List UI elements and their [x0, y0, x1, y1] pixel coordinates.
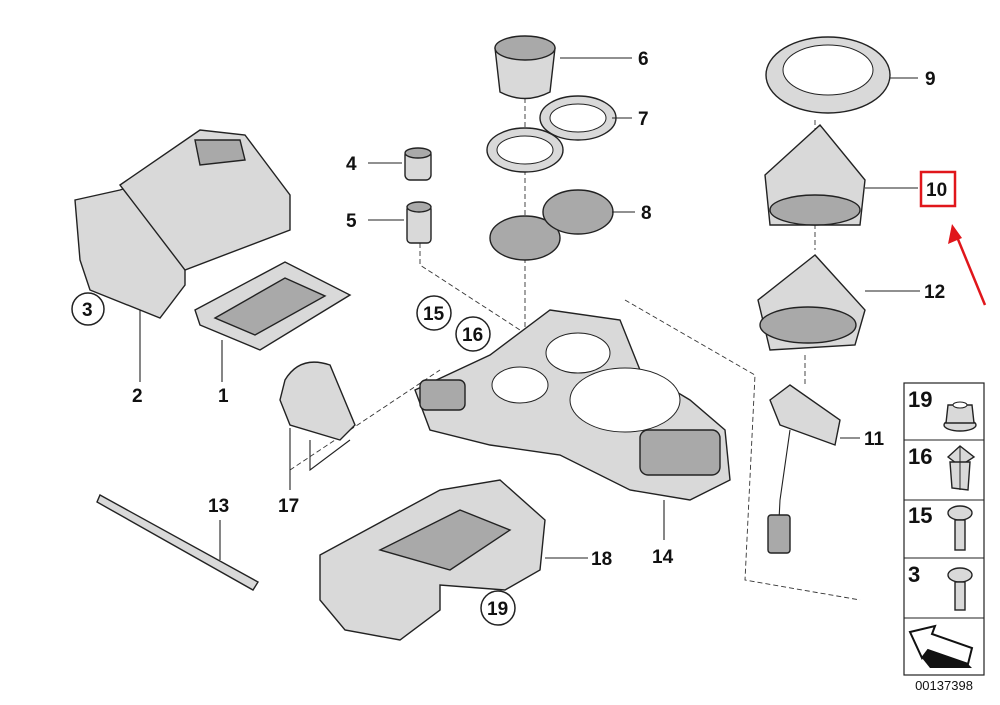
- part-14-center-console: [414, 309, 731, 501]
- callout-14: 14: [652, 547, 674, 568]
- part-4-cap: [404, 147, 432, 181]
- part-2-storage-tray: [74, 129, 291, 319]
- highlight-box: [919, 170, 957, 208]
- part-11-switch-harness: [767, 384, 841, 554]
- legend-label-3: 3: [908, 562, 920, 587]
- callout-11: 11: [864, 429, 885, 450]
- direction-arrow-icon: [908, 624, 974, 668]
- callout-8: 8: [641, 203, 652, 224]
- callout-15: 15: [423, 304, 445, 325]
- leader-lines: [139, 57, 920, 560]
- part-13-cable-tie: [96, 494, 259, 591]
- callout-2: 2: [132, 386, 143, 407]
- callout-9: 9: [925, 69, 936, 90]
- callout-3: 3: [82, 300, 93, 321]
- part-17-holder: [279, 361, 356, 441]
- diagram-number: 00137398: [915, 678, 973, 693]
- part-6-knob: [494, 35, 556, 100]
- clip-nut-icon: [946, 445, 976, 491]
- callout-17: 17: [278, 496, 299, 517]
- callout-6: 6: [638, 49, 649, 70]
- callout-19: 19: [487, 599, 508, 620]
- part-18-base: [319, 479, 546, 641]
- screw-icon: [947, 567, 973, 611]
- legend-label-19: 19: [908, 387, 932, 412]
- callout-7: 7: [638, 109, 649, 130]
- legend-label-15: 15: [908, 503, 932, 528]
- screw-icon: [947, 505, 973, 551]
- callout-18: 18: [591, 549, 612, 570]
- part-9-trim-ring: [765, 36, 891, 114]
- callout-10: 10: [926, 180, 947, 201]
- part-5-socket: [406, 201, 432, 244]
- callout-5: 5: [346, 211, 357, 232]
- callout-13: 13: [208, 496, 229, 517]
- red-arrow-icon: [948, 224, 987, 306]
- legend-label-16: 16: [908, 444, 932, 469]
- part-7-rings: [486, 95, 617, 173]
- part-8-inserts: [489, 189, 614, 261]
- callout-16: 16: [462, 325, 483, 346]
- part-1-liner: [194, 261, 352, 351]
- part-12-boot: [757, 254, 866, 351]
- callout-1: 1: [218, 386, 229, 407]
- callouts: 1 2 3 4 5 6 7 8 9 10 11 12 13 14 15 16 1…: [71, 49, 957, 626]
- callout-12: 12: [924, 282, 945, 303]
- fastener-legend: 19 16 15 3 00137398: [903, 382, 985, 693]
- part-10-boot: [764, 123, 866, 226]
- flange-nut-icon: [943, 401, 977, 432]
- callout-4: 4: [346, 154, 357, 175]
